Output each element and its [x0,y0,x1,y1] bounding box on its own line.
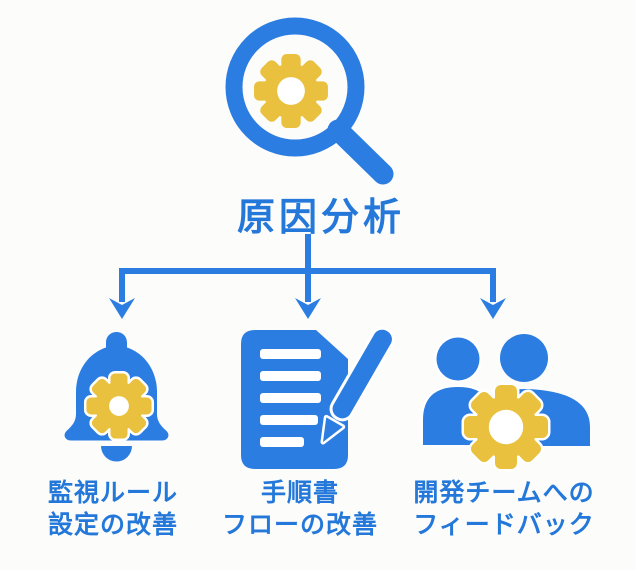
label-line: 設定の改善 [47,510,178,539]
label-line: 監視ルール [47,478,178,507]
magnifier-handle [327,119,394,185]
bell-gear-icon [64,332,169,462]
document-text-lines [260,349,321,447]
arrowhead-right [480,298,506,319]
document-pencil-icon [241,326,395,469]
gear-icon [254,54,328,128]
label-line: 手順書 [260,478,339,507]
magnifier-gear-icon [225,17,394,185]
gear-icon [464,385,548,469]
label-line: フローの改善 [221,510,378,539]
branch-label-procedure-flow: 手順書 フローの改善 [200,477,400,541]
arrowhead-middle [295,298,321,319]
gear-icon [86,373,151,438]
branch-label-dev-team-feedback: 開発チームへの フィードバック [404,477,604,541]
label-line: 開発チームへの [413,478,595,507]
magnifier-lens [225,17,365,157]
people-gear-icon [420,334,590,485]
pencil-icon [320,326,395,445]
branch-label-monitoring-rules: 監視ルール 設定の改善 [13,477,213,541]
label-line: フィードバック [413,510,595,539]
bell-clapper [101,446,132,462]
arrowhead-left [109,298,135,319]
diagram-title: 原因分析 [236,195,405,239]
